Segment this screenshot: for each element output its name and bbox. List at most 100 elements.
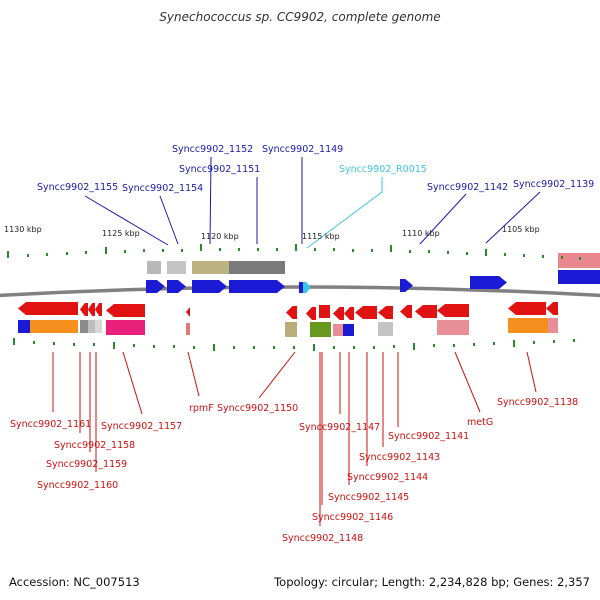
function-color-block bbox=[88, 320, 95, 333]
ruler-ticks bbox=[7, 244, 581, 351]
ruler-label: 1115 kbp bbox=[302, 232, 340, 241]
function-color-block bbox=[18, 320, 30, 333]
ruler-label: 1110 kbp bbox=[402, 229, 440, 238]
ruler-tick-lower bbox=[273, 346, 275, 349]
ruler-tick-lower bbox=[533, 341, 535, 344]
ruler-tick bbox=[409, 250, 411, 253]
function-color-block bbox=[437, 320, 469, 335]
ruler-tick-lower bbox=[373, 346, 375, 349]
forward-label-connector bbox=[209, 156, 212, 245]
reverse-gene-label: Syncc9902_1158 bbox=[54, 440, 135, 451]
ruler-tick bbox=[143, 249, 145, 252]
function-color-block bbox=[30, 320, 78, 333]
reverse-label-connector bbox=[187, 351, 200, 397]
ruler-tick-lower bbox=[213, 344, 215, 351]
reverse-gene-arrow bbox=[88, 303, 95, 316]
ruler-tick-lower bbox=[133, 344, 135, 347]
ruler-tick-lower bbox=[13, 338, 15, 345]
forward-gene-label: Syncc9902_1149 bbox=[262, 144, 343, 155]
ruler-label: 1125 kbp bbox=[102, 229, 140, 238]
forward-label-connector bbox=[159, 195, 179, 245]
reverse-gene-label: Syncc9902_1143 bbox=[359, 452, 440, 463]
ruler-tick bbox=[66, 252, 68, 255]
function-color-block bbox=[167, 261, 186, 274]
forward-gene-label: Syncc9902_1151 bbox=[179, 164, 260, 175]
ruler-tick-lower bbox=[473, 343, 475, 346]
reverse-gene-arrow bbox=[106, 304, 145, 317]
function-color-block bbox=[508, 318, 548, 333]
ruler-tick-lower bbox=[33, 341, 35, 344]
reverse-gene-arrow bbox=[333, 307, 344, 320]
ruler-tick-lower bbox=[173, 345, 175, 348]
ruler-tick bbox=[181, 249, 183, 252]
forward-label-connector bbox=[419, 193, 467, 245]
function-color-block bbox=[147, 261, 161, 274]
function-color-block bbox=[186, 323, 190, 335]
ruler-tick bbox=[485, 249, 487, 256]
function-color-block bbox=[378, 322, 393, 336]
forward-gene-arrow bbox=[400, 279, 413, 292]
ruler-tick bbox=[466, 252, 468, 255]
reverse-gene-label: Syncc9902_1146 bbox=[312, 512, 393, 523]
reverse-gene-arrow bbox=[18, 302, 78, 315]
ruler-tick-lower bbox=[413, 343, 415, 350]
reverse-gene-arrow bbox=[286, 306, 297, 319]
reverse-gene-label: Syncc9902_1144 bbox=[347, 472, 428, 483]
forward-gene-arrow bbox=[558, 270, 600, 284]
function-color-block bbox=[333, 324, 343, 336]
ruler-tick bbox=[7, 251, 9, 258]
ruler-tick-lower bbox=[93, 343, 95, 346]
ruler-tick bbox=[504, 253, 506, 256]
reverse-gene-arrow bbox=[508, 302, 546, 315]
reverse-gene-arrow bbox=[415, 305, 437, 318]
ruler-tick-lower bbox=[353, 346, 355, 349]
ruler-tick bbox=[276, 248, 278, 251]
reverse-gene-label: Syncc9902_1145 bbox=[328, 492, 409, 503]
function-color-block bbox=[285, 322, 297, 337]
reverse-label-connector bbox=[526, 351, 537, 393]
ruler-label: 1120 kbp bbox=[201, 232, 239, 241]
ruler-tick bbox=[85, 251, 87, 254]
function-color-block bbox=[192, 261, 229, 274]
ruler-tick bbox=[542, 255, 544, 258]
function-color-block bbox=[310, 322, 331, 337]
ruler-tick-lower bbox=[193, 346, 195, 349]
function-color-block bbox=[343, 324, 354, 336]
ruler-tick-lower bbox=[53, 342, 55, 345]
ruler-tick bbox=[447, 251, 449, 254]
forward-label-connector bbox=[485, 191, 541, 244]
ruler-tick-lower bbox=[253, 346, 255, 349]
forward-gene-arrow bbox=[192, 280, 227, 293]
ruler-tick-lower bbox=[433, 344, 435, 347]
reverse-gene-arrow bbox=[437, 304, 469, 317]
function-color-block bbox=[95, 320, 102, 333]
forward-gene-arrow bbox=[229, 280, 285, 293]
reverse-gene-arrow bbox=[95, 303, 102, 316]
function-color-block bbox=[548, 318, 558, 333]
reverse-gene-label: Syncc9902_1159 bbox=[46, 459, 127, 470]
reverse-label-connector bbox=[258, 351, 296, 399]
function-color-block bbox=[106, 320, 145, 335]
reverse-gene-label: Syncc9902_1150 bbox=[217, 403, 298, 414]
function-color-block bbox=[80, 320, 88, 333]
ruler-label: 1105 kbp bbox=[502, 225, 540, 234]
reverse-gene-label: Syncc9902_1141 bbox=[388, 431, 469, 442]
ruler-tick bbox=[105, 247, 107, 254]
ruler-tick bbox=[314, 248, 316, 251]
reverse-gene-label: Syncc9902_1148 bbox=[282, 533, 363, 544]
ruler-tick bbox=[124, 250, 126, 253]
reverse-label-connector bbox=[122, 351, 143, 415]
reverse-gene-arrow bbox=[355, 306, 377, 319]
ruler-tick bbox=[295, 244, 297, 251]
ruler-tick bbox=[238, 248, 240, 251]
gene-features bbox=[18, 253, 600, 337]
ruler-tick-lower bbox=[153, 345, 155, 348]
ruler-tick-lower bbox=[293, 346, 295, 349]
reverse-gene-label: metG bbox=[467, 417, 493, 428]
reverse-gene-arrow bbox=[344, 307, 354, 320]
reverse-gene-arrow bbox=[186, 307, 190, 317]
ruler-tick-lower bbox=[453, 344, 455, 347]
